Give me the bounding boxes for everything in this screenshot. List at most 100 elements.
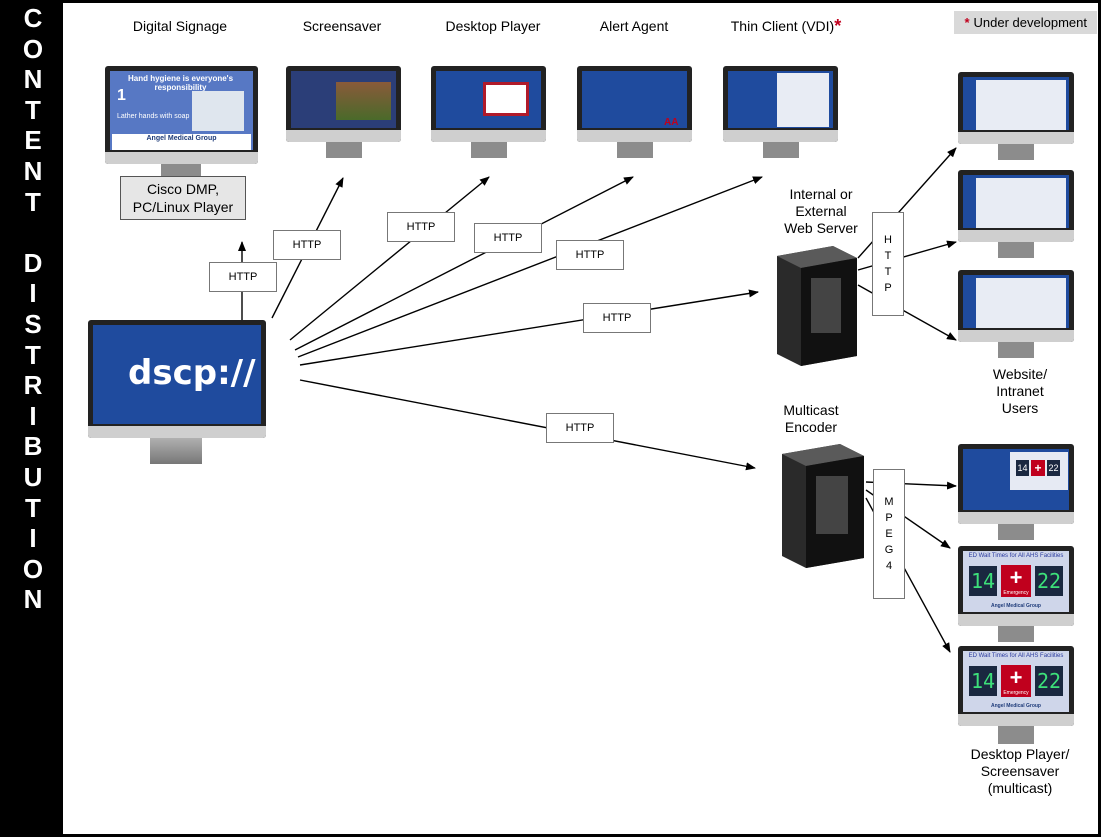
web-server-line2: External	[795, 203, 847, 219]
signage-step: 1	[117, 87, 126, 104]
mc3-left-value: 14	[969, 666, 997, 696]
http-box-signage: HTTP	[209, 262, 277, 292]
encoder-line1: Multicast	[783, 402, 839, 418]
arrow-to-alert-agent	[294, 176, 634, 351]
vertical-http-letter: T	[884, 266, 892, 278]
users-line2: Intranet	[996, 383, 1044, 399]
thin-client-text: Thin Client (VDI)	[730, 18, 835, 34]
http-box-encoder: HTTP	[546, 413, 614, 443]
alert-text: AA	[664, 117, 679, 128]
mc1-cross-icon: +	[1031, 460, 1045, 476]
screensaver-photo	[336, 82, 391, 120]
multicast-encoder-label: Multicast Encoder	[766, 402, 856, 436]
mc2-center-label: Emergency	[1003, 590, 1029, 596]
http-box-alert-agent: HTTP	[474, 223, 542, 253]
mc1-left-value: 14	[1016, 460, 1029, 476]
signage-headline: Hand hygiene is everyone's responsibilit…	[127, 74, 234, 92]
arrow-to-thin-client	[297, 176, 763, 358]
cisco-line1: Cisco DMP,	[146, 181, 220, 197]
dscp-text: dscp://	[128, 353, 256, 393]
label-digital-signage: Digital Signage	[132, 18, 228, 34]
arrow-to-encoder	[299, 379, 756, 471]
vertical-http-letter: T	[884, 250, 892, 262]
http-box-screensaver: HTTP	[273, 230, 341, 260]
web-server-icon	[777, 246, 857, 366]
mc3-center-label: Emergency	[1003, 690, 1029, 696]
sidebar-letter: S	[24, 308, 42, 339]
web-page-2	[976, 178, 1066, 228]
label-thin-client: Thin Client (VDI)*	[716, 16, 856, 36]
mc2-left-value: 14	[969, 566, 997, 596]
vertical-mpeg-letter: P	[885, 512, 893, 524]
under-development-note: *Under development	[954, 11, 1097, 34]
web-page-3	[976, 278, 1066, 328]
vertical-mpeg-letter: E	[885, 528, 893, 540]
sidebar-letter: T	[25, 339, 41, 370]
http-box-thin-client: HTTP	[556, 240, 624, 270]
label-screensaver: Screensaver	[302, 18, 382, 34]
sidebar-letter: O	[22, 553, 44, 584]
mc2-cross-icon: +	[1001, 565, 1031, 597]
sidebar-letter: I	[29, 278, 37, 309]
web-server-line3: Web Server	[784, 220, 858, 236]
website-users-label: Website/ Intranet Users	[960, 366, 1080, 417]
cisco-dmp-box: Cisco DMP, PC/Linux Player	[120, 176, 246, 220]
dm-line2: Screensaver	[980, 763, 1060, 779]
sidebar-letter: R	[23, 370, 43, 401]
mc1-right-value: 22	[1047, 460, 1060, 476]
sidebar-letter: U	[23, 461, 43, 492]
arrow-to-desktop-player	[289, 176, 490, 341]
vertical-http-box: H T T P	[872, 212, 904, 316]
signage-caption: Lather hands with soap	[117, 113, 190, 120]
desktop-popup	[483, 82, 529, 116]
label-desktop-player: Desktop Player	[445, 18, 541, 34]
sidebar-letter: C	[23, 3, 43, 33]
mc2-right-value: 22	[1035, 566, 1063, 596]
sidebar-letter: O	[22, 33, 44, 64]
note-text: Under development	[973, 15, 1087, 30]
mc2-footer: Angel Medical Group	[990, 603, 1041, 609]
web-page-1	[976, 80, 1066, 130]
web-server-line1: Internal or	[789, 186, 853, 202]
cisco-line2: PC/Linux Player	[132, 199, 234, 215]
mc3-right-value: 22	[1035, 666, 1063, 696]
web-server-label: Internal or External Web Server	[766, 186, 876, 237]
sidebar-letter: N	[23, 155, 43, 186]
label-alert-agent: Alert Agent	[599, 18, 669, 34]
note-star: *	[964, 15, 970, 30]
thin-client-star: *	[834, 16, 842, 36]
desktop-multicast-label: Desktop Player/ Screensaver (multicast)	[950, 746, 1090, 797]
arrow-to-web-server	[299, 289, 759, 366]
sidebar-letter: B	[23, 431, 43, 462]
signage-footer: Angel Medical Group	[112, 134, 251, 150]
sidebar-letter: I	[29, 523, 37, 554]
mc3-cross-icon: +	[1001, 665, 1031, 697]
vertical-http-letter: H	[884, 234, 892, 246]
http-box-desktop-player: HTTP	[387, 212, 455, 242]
multicast-encoder-icon	[782, 444, 864, 568]
source-monitor	[88, 320, 266, 464]
dm-line3: (multicast)	[987, 780, 1053, 796]
mc2-title: ED Wait Times for All AHS Facilities	[968, 553, 1064, 559]
sidebar-letter: T	[25, 94, 41, 125]
vertical-mpeg-letter: G	[884, 544, 894, 556]
alert-agent-monitor	[577, 66, 692, 158]
sidebar-letter: N	[23, 584, 43, 615]
vertical-mpeg-letter: 4	[885, 560, 893, 572]
sidebar-letter: N	[23, 64, 43, 95]
sidebar-letter: I	[29, 400, 37, 431]
mc3-footer: Angel Medical Group	[990, 703, 1041, 709]
thin-client-window	[777, 73, 829, 127]
vertical-http-letter: P	[884, 282, 892, 294]
desktop-player-monitor	[431, 66, 546, 158]
sidebar-letter: T	[25, 492, 41, 523]
sidebar-letter: D	[23, 247, 43, 278]
vertical-mpeg-box: M P E G 4	[873, 469, 905, 599]
sidebar-letter: E	[24, 125, 42, 156]
http-box-web-server: HTTP	[583, 303, 651, 333]
vertical-mpeg-letter: M	[884, 496, 894, 508]
sidebar-letter: T	[25, 186, 41, 217]
users-line3: Users	[1001, 400, 1039, 416]
